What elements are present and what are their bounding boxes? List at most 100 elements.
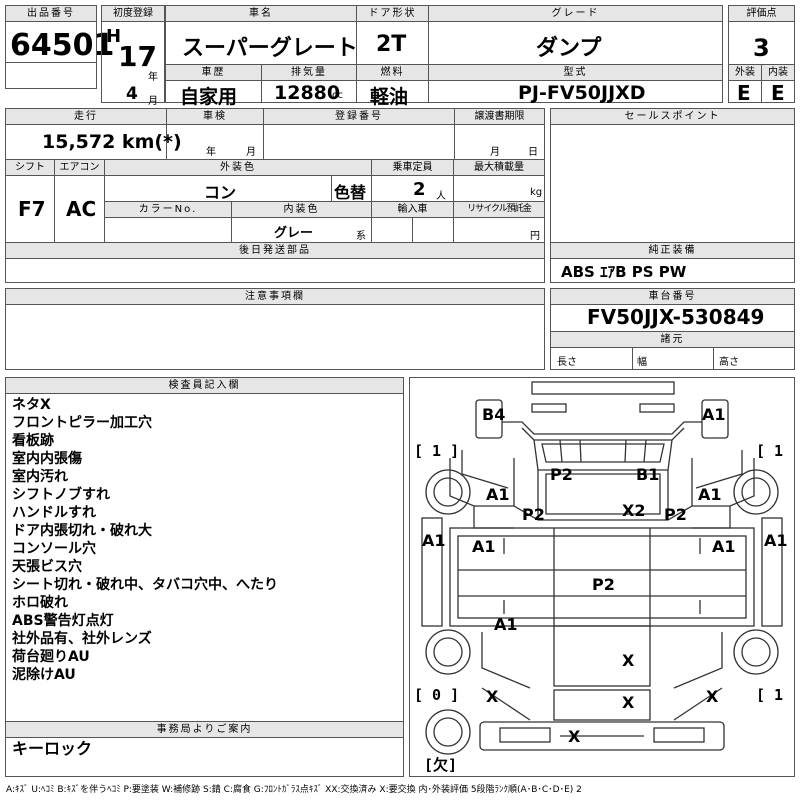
car-info-box: 車名 ドア形状 グレード スーパーグレート 2T ダンプ 車歴 排気量 燃料 型… — [165, 5, 723, 108]
length-label: 長さ — [557, 357, 577, 368]
notes-box: 注意事項欄 — [5, 288, 545, 370]
mark: A1 — [698, 485, 722, 504]
damage-diagram: B4 A1 P2 B1 A1 A1 P2 X2 P2 A1 A1 A1 A1 P… — [409, 377, 795, 777]
door-label: ドア形状 — [357, 6, 428, 22]
ac-label: エアコン — [55, 160, 104, 176]
chassis-label: 車台番号 — [551, 289, 794, 305]
mark: A1 — [712, 537, 736, 556]
note-item: フロントピラー加工穴 — [12, 415, 152, 431]
first-registration-box: 初度登録 H 17 年 4 月 — [101, 5, 165, 107]
mileage: 15,572 km(*) — [42, 131, 182, 153]
mark: X — [568, 727, 581, 746]
lot-box: 出品番号 64501 — [5, 5, 114, 89]
note-item: 荷台廻りAU — [12, 649, 90, 665]
mark: P2 — [592, 575, 615, 594]
insp-year-unit: 年 — [206, 147, 216, 158]
colorno-label: カラーNo. — [105, 202, 231, 218]
office-label: 事務局よりご案内 — [6, 722, 403, 738]
mark: P2 — [522, 505, 545, 524]
note-item: ABS警告灯点灯 — [12, 613, 114, 629]
month-unit: 月 — [148, 96, 158, 107]
note-item: 看板跡 — [12, 433, 54, 449]
color-change: 色替 — [334, 183, 367, 202]
legend: A:ｷｽﾞ U:ﾍｺﾐ B:ｷｽﾞを伴うﾍｺﾐ P:要塗装 W:補修跡 S:錆 … — [6, 785, 582, 795]
grade-label: グレード — [429, 6, 722, 22]
name-label: 車名 — [166, 6, 356, 22]
year-unit: 年 — [148, 72, 158, 83]
intcolor-label: 内装色 — [232, 202, 371, 218]
mark: X — [622, 693, 635, 712]
mark: A1 — [702, 405, 726, 424]
disp-label: 排気量 — [262, 65, 356, 81]
transfer-day-unit: 日 — [528, 147, 538, 158]
grade: ダンプ — [536, 36, 602, 61]
score-box: 評価点 3 外装 内装 E E — [728, 5, 795, 105]
transfer-label: 譲渡書期限 — [455, 109, 544, 125]
width-label: 幅 — [637, 357, 647, 368]
note-item: ホロ破れ — [12, 595, 68, 611]
insp-month-unit: 月 — [246, 147, 256, 158]
model-code: PJ-FV50JJXD — [518, 82, 646, 104]
interior-color: グレー — [274, 226, 314, 241]
note-item: ドア内張切れ・破れ大 — [12, 523, 152, 539]
note-item: シフトノブすれ — [12, 487, 110, 503]
tire-front-right: [ 1 ] — [756, 442, 794, 460]
history-label: 車歴 — [166, 65, 261, 81]
transfer-month-unit: 月 — [490, 147, 500, 158]
recycle-label: リサイクル預託金 — [454, 202, 544, 218]
note-item: シート切れ・破れ中、タバコ穴中、へたり — [12, 577, 278, 593]
color-label: 外装色 — [105, 160, 371, 176]
inspector-box: 検査員記入欄 ネタX フロントピラー加工穴 看板跡 室内内張傷 室内汚れ シフト… — [5, 377, 404, 777]
aircon: AC — [66, 197, 97, 221]
notes-label: 注意事項欄 — [6, 289, 544, 305]
mark: A1 — [472, 537, 496, 556]
history: 自家用 — [180, 86, 238, 108]
office-note: キーロック — [12, 739, 93, 758]
tire-rear-left: [ 0 ] — [414, 686, 459, 704]
lot-label: 出品番号 — [6, 6, 96, 22]
fuel: 軽油 — [370, 86, 409, 108]
spec-label: 諸元 — [551, 332, 794, 348]
ext-label: 外装 — [729, 65, 761, 81]
spare-tire: [欠] — [424, 756, 457, 774]
fuel-label: 燃料 — [357, 65, 428, 81]
load-unit: kg — [530, 187, 543, 198]
score-label: 評価点 — [729, 6, 794, 22]
capacity-label: 乗車定員 — [372, 160, 453, 176]
mark: A1 — [486, 485, 510, 504]
import-label: 輸入車 — [372, 202, 453, 218]
inspector-label: 検査員記入欄 — [6, 378, 403, 394]
tire-rear-right: [ 1 ] — [756, 686, 794, 704]
mark: X — [486, 687, 499, 706]
color: コン — [204, 183, 237, 202]
ext-grade: E — [737, 81, 751, 105]
note-item: コンソール穴 — [12, 541, 96, 557]
truck-diagram-svg: B4 A1 P2 B1 A1 A1 P2 X2 P2 A1 A1 A1 A1 P… — [414, 381, 794, 774]
equipment: ABS ｴｱB PS PW — [561, 263, 687, 281]
era: H — [106, 26, 122, 47]
note-item: 社外品有、社外レンズ — [12, 631, 152, 647]
inspection-label: 車検 — [167, 109, 263, 125]
note-item: ネタX — [12, 397, 51, 413]
shift: F7 — [18, 197, 46, 221]
note-item: ハンドルすれ — [12, 505, 96, 521]
note-item: 室内汚れ — [12, 469, 68, 485]
chassis-box: 車台番号 FV50JJX-530849 諸元 長さ 幅 高さ — [550, 288, 795, 370]
lot-number: 64501 — [10, 28, 115, 63]
capacity: 2 — [413, 179, 426, 200]
note-item: 泥除けAU — [12, 667, 76, 683]
first-reg-label: 初度登録 — [102, 6, 164, 22]
chassis-number: FV50JJX-530849 — [587, 305, 765, 329]
model-label: 型式 — [429, 65, 722, 81]
mark: B4 — [482, 405, 505, 424]
load-label: 最大積載量 — [454, 160, 544, 176]
equipment-label: 純正装備 — [551, 243, 794, 259]
shift-label: シフト — [6, 160, 54, 176]
note-item: 天張ビス穴 — [12, 559, 82, 575]
int-label: 内装 — [762, 65, 794, 81]
mark: B1 — [636, 465, 659, 484]
sales-point-label: セールスポイント — [551, 109, 794, 125]
disp-unit: cc — [332, 90, 343, 101]
mark: X2 — [622, 501, 645, 520]
mark: A1 — [494, 615, 518, 634]
